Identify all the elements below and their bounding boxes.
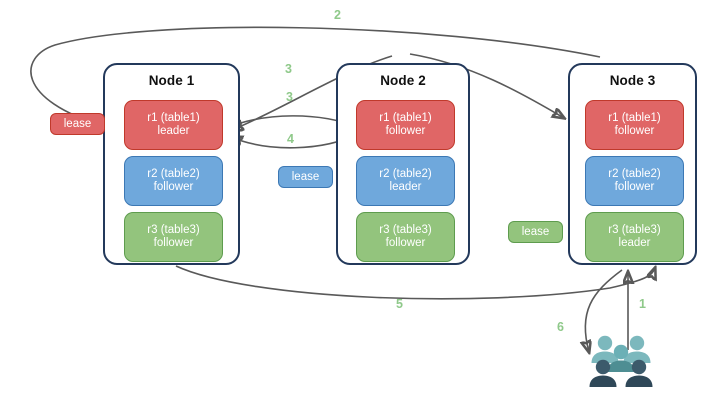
node-title: Node 3 bbox=[609, 73, 656, 88]
replica-role: follower bbox=[385, 237, 426, 249]
replica-chip-r1-node-1[interactable]: r1 (table1) leader bbox=[124, 100, 223, 150]
replica-chip-r2-node-1[interactable]: r2 (table2) follower bbox=[124, 156, 223, 206]
step-label-5: 5 bbox=[396, 297, 403, 311]
node-title: Node 2 bbox=[380, 73, 426, 88]
replica-name: r1 (table1) bbox=[608, 111, 661, 124]
node-container-node-1[interactable]: Node 1 r1 (table1) leader r2 (table2) fo… bbox=[103, 63, 240, 265]
lease-chip-table3[interactable]: lease bbox=[508, 221, 563, 243]
node-container-node-3[interactable]: Node 3 r1 (table1) follower r2 (table2) … bbox=[568, 63, 697, 265]
arrow-step-3-upper bbox=[232, 55, 393, 130]
replica-name: r2 (table2) bbox=[608, 167, 661, 180]
step-label-6: 6 bbox=[557, 320, 564, 334]
lease-chip-table2[interactable]: lease bbox=[278, 166, 333, 188]
arrow-step-2 bbox=[30, 26, 601, 126]
replica-name: r3 (table3) bbox=[147, 223, 200, 236]
replica-role: leader bbox=[157, 125, 190, 137]
step-label-3-lower: 3 bbox=[286, 90, 293, 104]
step-label-4: 4 bbox=[287, 132, 294, 146]
node-container-node-2[interactable]: Node 2 r1 (table1) follower r2 (table2) … bbox=[336, 63, 470, 265]
replica-name: r3 (table3) bbox=[379, 223, 432, 236]
replica-role: leader bbox=[389, 181, 422, 193]
users-icon bbox=[589, 335, 653, 387]
replica-chip-r3-node-3[interactable]: r3 (table3) leader bbox=[585, 212, 684, 262]
arrow-step-6 bbox=[585, 269, 623, 352]
replica-chip-r3-node-2[interactable]: r3 (table3) follower bbox=[356, 212, 455, 262]
arrow-step-5 bbox=[175, 266, 655, 300]
replica-role: follower bbox=[614, 181, 655, 193]
step-label-2: 2 bbox=[334, 8, 341, 22]
lease-chip-table1[interactable]: lease bbox=[50, 113, 105, 135]
replica-chip-r1-node-3[interactable]: r1 (table1) follower bbox=[585, 100, 684, 150]
replica-chip-r1-node-2[interactable]: r1 (table1) follower bbox=[356, 100, 455, 150]
arrow-node2-to-node3 bbox=[409, 53, 564, 118]
replica-role: follower bbox=[153, 181, 194, 193]
replica-name: r3 (table3) bbox=[608, 223, 661, 236]
node-title: Node 1 bbox=[148, 73, 195, 88]
replica-role: follower bbox=[385, 125, 426, 137]
replica-name: r1 (table1) bbox=[379, 111, 432, 124]
replica-chip-r2-node-3[interactable]: r2 (table2) follower bbox=[585, 156, 684, 206]
step-label-3-upper: 3 bbox=[285, 62, 292, 76]
replica-chip-r3-node-1[interactable]: r3 (table3) follower bbox=[124, 212, 223, 262]
replica-role: leader bbox=[618, 237, 651, 249]
replica-chip-r2-node-2[interactable]: r2 (table2) leader bbox=[356, 156, 455, 206]
replica-role: follower bbox=[153, 237, 194, 249]
replica-name: r1 (table1) bbox=[147, 111, 200, 124]
step-label-1: 1 bbox=[639, 297, 646, 311]
replica-name: r2 (table2) bbox=[379, 167, 432, 180]
replica-name: r2 (table2) bbox=[147, 167, 200, 180]
replica-role: follower bbox=[614, 125, 655, 137]
